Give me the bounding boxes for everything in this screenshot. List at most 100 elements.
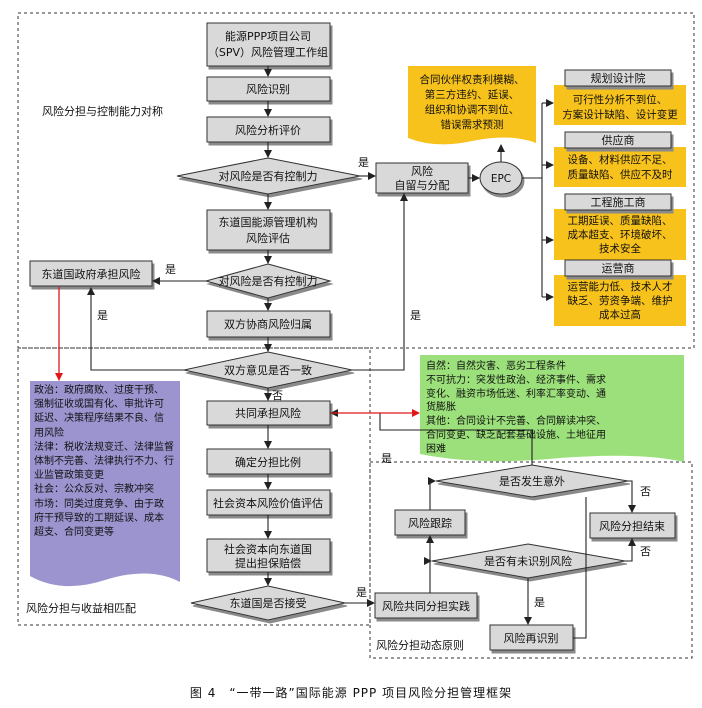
track-box <box>394 509 466 536</box>
host-risk-line: 超支、合同变更等 <box>34 527 114 539</box>
operator-panel-bg <box>554 275 686 326</box>
impl-label: 风险共同分担实践 <box>382 599 470 613</box>
unknown-label: 是否有未识别风险 <box>484 554 572 568</box>
region-benefit-label: 风险分担与收益相匹配 <box>26 601 136 615</box>
compensate-line2: 提出担保赔偿 <box>235 556 301 570</box>
accident-diamond <box>435 464 629 498</box>
builder-risk-1: 工期延误、质量缺陷、 <box>568 214 673 227</box>
host-risk-line: 延迟、决策程序结果不良、信 <box>34 413 164 425</box>
identify-box <box>206 76 331 102</box>
negotiate-box <box>206 310 331 338</box>
accident-label: 是否发生意外 <box>499 474 565 488</box>
value-box <box>206 489 331 516</box>
operator-risk-1: 运营能力低、技术人才 <box>568 280 673 293</box>
end-label: 风险分担结束 <box>599 519 665 533</box>
shared-risk-note: 自然：自然灾害、恶劣工程条件 不可抗力：突发性政治、经济事件、需求 变化、融资市… <box>426 360 682 457</box>
region-capacity-frame <box>17 12 695 349</box>
builder-panel-bg <box>554 209 686 260</box>
analysis-label: 风险分析评价 <box>235 123 301 137</box>
spv-line2: （SPV）风险管理工作组 <box>208 45 328 59</box>
accept-diamond <box>190 585 346 621</box>
track-label: 风险跟踪 <box>408 516 452 530</box>
host-eval-line2: 风险评估 <box>246 231 290 245</box>
region-dynamic-label: 风险分担动态原则 <box>376 638 464 652</box>
edge-no-unknown: 否 <box>640 545 651 558</box>
design-title-box <box>564 69 672 87</box>
operator-title: 运营商 <box>602 261 635 275</box>
value-label: 社会资本风险价值评估 <box>213 496 323 510</box>
supplier-risk-2: 质量缺陷、供应不及时 <box>568 168 673 181</box>
accept-label: 东道国是否接受 <box>230 596 307 610</box>
host-eval-box <box>206 209 331 251</box>
supplier-panel-bg <box>554 147 686 187</box>
region-dynamic-frame <box>369 461 693 659</box>
supplier-title: 供应商 <box>602 133 635 147</box>
control1-label: 对风险是否有控制力 <box>219 169 318 183</box>
ratio-label: 确定分担比例 <box>235 455 301 469</box>
control2-label: 对风险是否有控制力 <box>219 274 318 288</box>
host-risk-line: 法律：税收法规变迁、法律监督 <box>34 441 174 453</box>
host-eval-line1: 东道国能源管理机构 <box>219 215 318 229</box>
region-benefit-frame <box>17 347 371 626</box>
compensate-box <box>206 538 331 573</box>
builder-title: 工程施工商 <box>591 195 646 209</box>
impl-box <box>374 592 478 619</box>
host-risk-line: 市场：同类过度竞争、由于政 <box>34 498 164 510</box>
builder-risk-2: 成本超支、环境破坏、 <box>568 228 673 241</box>
host-risk-line: 强制征收或国有化、审批许可 <box>34 399 164 411</box>
host-risk-note: 政治：政府腐败、过度干预、 强制征收或国有化、审批许可 延迟、决策程序结果不良、… <box>34 384 180 540</box>
supplier-title-box <box>564 131 672 149</box>
negotiate-label: 双方协商风险归属 <box>224 317 312 331</box>
reident-label: 风险再识别 <box>504 631 559 645</box>
shared-risk-line: 其他：合同设计不完善、合同解读冲突、 <box>426 416 606 428</box>
design-risk-2: 方案设计缺陷、设计变更 <box>562 108 678 121</box>
shared-risk-line: 变化、融资市场低迷、利率汇率变动、通 <box>426 388 606 400</box>
host-bear-label: 东道国政府承担风险 <box>42 267 141 281</box>
self-bear-line1: 风险 <box>411 164 433 178</box>
host-risk-line: 业监管政策变更 <box>34 470 104 482</box>
epc-risk-4: 错误需求预测 <box>441 118 504 131</box>
host-risk-line: 府干预导致的工期延误、成本 <box>34 512 164 524</box>
host-risk-line: 政治：政府腐败、过度干预、 <box>34 385 164 396</box>
shared-risk-line: 困难 <box>426 443 446 455</box>
share-box <box>206 400 331 426</box>
edge-yes-control2: 是 <box>165 263 176 276</box>
end-box <box>589 512 676 539</box>
compensate-line1: 社会资本向东道国 <box>224 542 312 556</box>
epc-risk-note-bg <box>408 66 536 145</box>
region-capacity-label: 风险分担与控制能力对称 <box>42 104 163 118</box>
edge-yes-agree-right: 是 <box>410 309 421 322</box>
host-risk-line: 用风险 <box>34 427 64 439</box>
builder-risk-3: 技术安全 <box>599 242 641 255</box>
shared-risk-line: 不可抗力：突发性政治、经济事件、需求 <box>426 374 606 386</box>
edge-no-agree: 否 <box>272 389 283 402</box>
edge-no-accident: 否 <box>640 485 651 498</box>
self-bear-box <box>375 162 469 194</box>
spv-line1: 能源PPP项目公司 <box>225 29 311 43</box>
builder-title-box <box>564 193 672 211</box>
operator-risk-2: 缺乏、劳资争端、维护 <box>568 294 673 307</box>
spv-box <box>206 22 331 67</box>
host-risk-note-bg <box>30 381 180 587</box>
operator-risk-3: 成本过高 <box>599 308 641 321</box>
share-label: 共同承担风险 <box>235 406 301 420</box>
design-risk-1: 可行性分析不到位、 <box>573 93 668 106</box>
edge-yes-unknown: 是 <box>534 596 545 609</box>
host-bear-box <box>29 260 153 287</box>
supplier-risk-1: 设备、材料供应不足、 <box>568 153 673 166</box>
epc-risk-1: 合同伙伴权责利模糊、 <box>420 73 525 86</box>
edge-yes-accident: 是 <box>381 452 392 465</box>
epc-risk-3: 组织和协调不到位、 <box>425 103 520 116</box>
figure-caption: 图 4 “一带一路”国际能源 PPP 项目风险分担管理框架 <box>189 686 513 700</box>
reident-box <box>489 624 574 651</box>
self-bear-line2: 自留与分配 <box>395 179 450 192</box>
epc-label: EPC <box>491 173 511 185</box>
shared-risk-line: 自然：自然灾害、恶劣工程条件 <box>426 361 566 372</box>
host-risk-line: 社会：公众反对、宗教冲突 <box>34 484 154 496</box>
epc-risk-2: 第三方违约、延误、 <box>425 88 520 101</box>
identify-label: 风险识别 <box>246 82 290 96</box>
ratio-box <box>206 448 331 475</box>
shared-risk-note-bg <box>420 355 684 462</box>
